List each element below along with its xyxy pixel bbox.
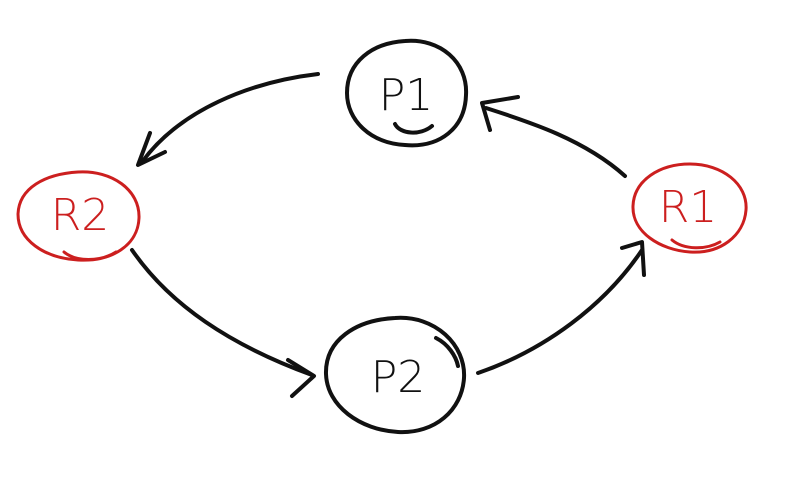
resource-circle [631, 162, 748, 254]
node-p2: P2 [323, 315, 467, 435]
edge-r1-to-p1 [480, 95, 627, 178]
edge-line [140, 72, 320, 164]
node-r2: R2 [16, 170, 141, 262]
node-label-r2: R2 [51, 190, 110, 241]
node-label-p2: P2 [371, 352, 426, 403]
edge-line [484, 106, 627, 178]
arrowhead-icon [620, 240, 646, 277]
edge-line [130, 248, 314, 377]
arrowhead-icon [136, 131, 167, 167]
node-p1: P1 [345, 38, 469, 148]
resource-circle [16, 170, 141, 262]
arrowhead-icon [286, 358, 316, 398]
node-r1: R1 [631, 162, 748, 254]
edge-p2-to-r1 [476, 240, 646, 375]
edge-r2-to-p2 [130, 248, 316, 398]
process-circle [323, 315, 467, 435]
edge-p1-to-r2 [136, 72, 320, 167]
edge-line [476, 248, 644, 375]
node-label-p1: P1 [379, 70, 434, 121]
process-circle [345, 38, 469, 148]
node-label-r1: R1 [659, 182, 718, 233]
arrowhead-icon [480, 95, 520, 132]
